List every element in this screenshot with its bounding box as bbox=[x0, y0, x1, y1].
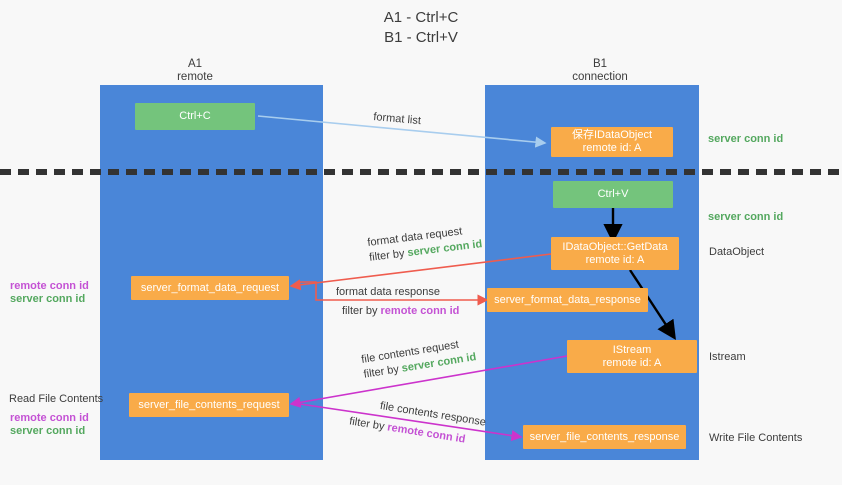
left-label-server-conn-id-1: server conn id bbox=[10, 293, 86, 305]
column-header-a1: A1 remote bbox=[130, 58, 260, 84]
right-label-write-file-contents: Write File Contents bbox=[709, 432, 803, 444]
node-save-idataobject-line2: remote id: A bbox=[582, 142, 642, 154]
edge-label-format-data-request: format data request filter by server con… bbox=[367, 222, 484, 266]
node-istream-line2: remote id: A bbox=[602, 356, 662, 369]
filter-prefix: filter by bbox=[348, 415, 389, 434]
node-server-file-contents-response[interactable]: server_file_contents_response bbox=[523, 425, 686, 449]
node-istream[interactable]: IStream remote id: A bbox=[567, 340, 697, 373]
column-a1-name: A1 bbox=[187, 58, 203, 70]
edge-label-format-list: format list bbox=[372, 110, 422, 128]
filter-prefix: filter by bbox=[368, 247, 409, 264]
node-getdata-line2: remote id: A bbox=[585, 253, 645, 266]
column-a1-sub: remote bbox=[177, 71, 213, 83]
node-server-format-data-response-label: server_format_data_response bbox=[494, 293, 641, 306]
right-label-dataobject: DataObject bbox=[709, 246, 765, 258]
node-ctrl-c[interactable]: Ctrl+C bbox=[135, 103, 255, 130]
title-line-2: B1 - Ctrl+V bbox=[384, 29, 458, 46]
node-idataobject-getdata[interactable]: IDataObject::GetData remote id: A bbox=[551, 237, 679, 270]
node-getdata-line1: IDataObject::GetData bbox=[562, 240, 668, 253]
edge-label-file-contents-request: file contents request filter by server c… bbox=[360, 335, 478, 382]
node-server-format-data-request-label: server_format_data_request bbox=[140, 281, 280, 294]
right-label-server-conn-id-mid: server conn id bbox=[708, 211, 784, 223]
left-label-server-conn-id-2: server conn id bbox=[10, 425, 86, 437]
node-save-idataobject[interactable]: 保存IDataObject remote id: A bbox=[551, 127, 673, 157]
filter-value-remote-conn-id: remote conn id bbox=[380, 305, 460, 317]
node-server-format-data-request[interactable]: server_format_data_request bbox=[131, 276, 289, 300]
node-ctrl-v-label: Ctrl+V bbox=[597, 188, 629, 200]
edge-label-format-data-response-title: format data response bbox=[336, 286, 440, 298]
node-server-file-contents-request-label: server_file_contents_request bbox=[138, 398, 280, 411]
column-b1-sub: connection bbox=[572, 71, 628, 83]
left-label-remote-conn-id-1: remote conn id bbox=[10, 280, 89, 292]
node-server-file-contents-request[interactable]: server_file_contents_request bbox=[129, 393, 289, 417]
diagram-title: A1 - Ctrl+C B1 - Ctrl+V bbox=[0, 8, 842, 48]
column-header-b1: B1 connection bbox=[535, 58, 665, 84]
node-istream-line1: IStream bbox=[612, 343, 652, 356]
edge-label-format-data-response: format data response filter by remote co… bbox=[336, 285, 459, 319]
node-server-format-data-response[interactable]: server_format_data_response bbox=[487, 288, 648, 312]
left-label-remote-conn-id-2: remote conn id bbox=[10, 412, 89, 424]
edge-label-file-contents-response: file contents response filter by remote … bbox=[348, 395, 487, 451]
node-server-file-contents-response-label: server_file_contents_response bbox=[529, 430, 680, 443]
right-label-istream: Istream bbox=[709, 351, 746, 363]
right-label-server-conn-id-top: server conn id bbox=[708, 133, 784, 145]
title-line-1: A1 - Ctrl+C bbox=[383, 9, 459, 26]
left-label-read-file-contents: Read File Contents bbox=[9, 393, 104, 405]
edge-label-format-data-response-filter: filter by remote conn id bbox=[342, 304, 459, 319]
column-b1-name: B1 bbox=[592, 58, 608, 70]
node-ctrl-v[interactable]: Ctrl+V bbox=[553, 181, 673, 208]
node-save-idataobject-line1: 保存IDataObject bbox=[571, 129, 653, 141]
filter-prefix: filter by bbox=[342, 305, 381, 317]
node-ctrl-c-label: Ctrl+C bbox=[179, 110, 211, 122]
